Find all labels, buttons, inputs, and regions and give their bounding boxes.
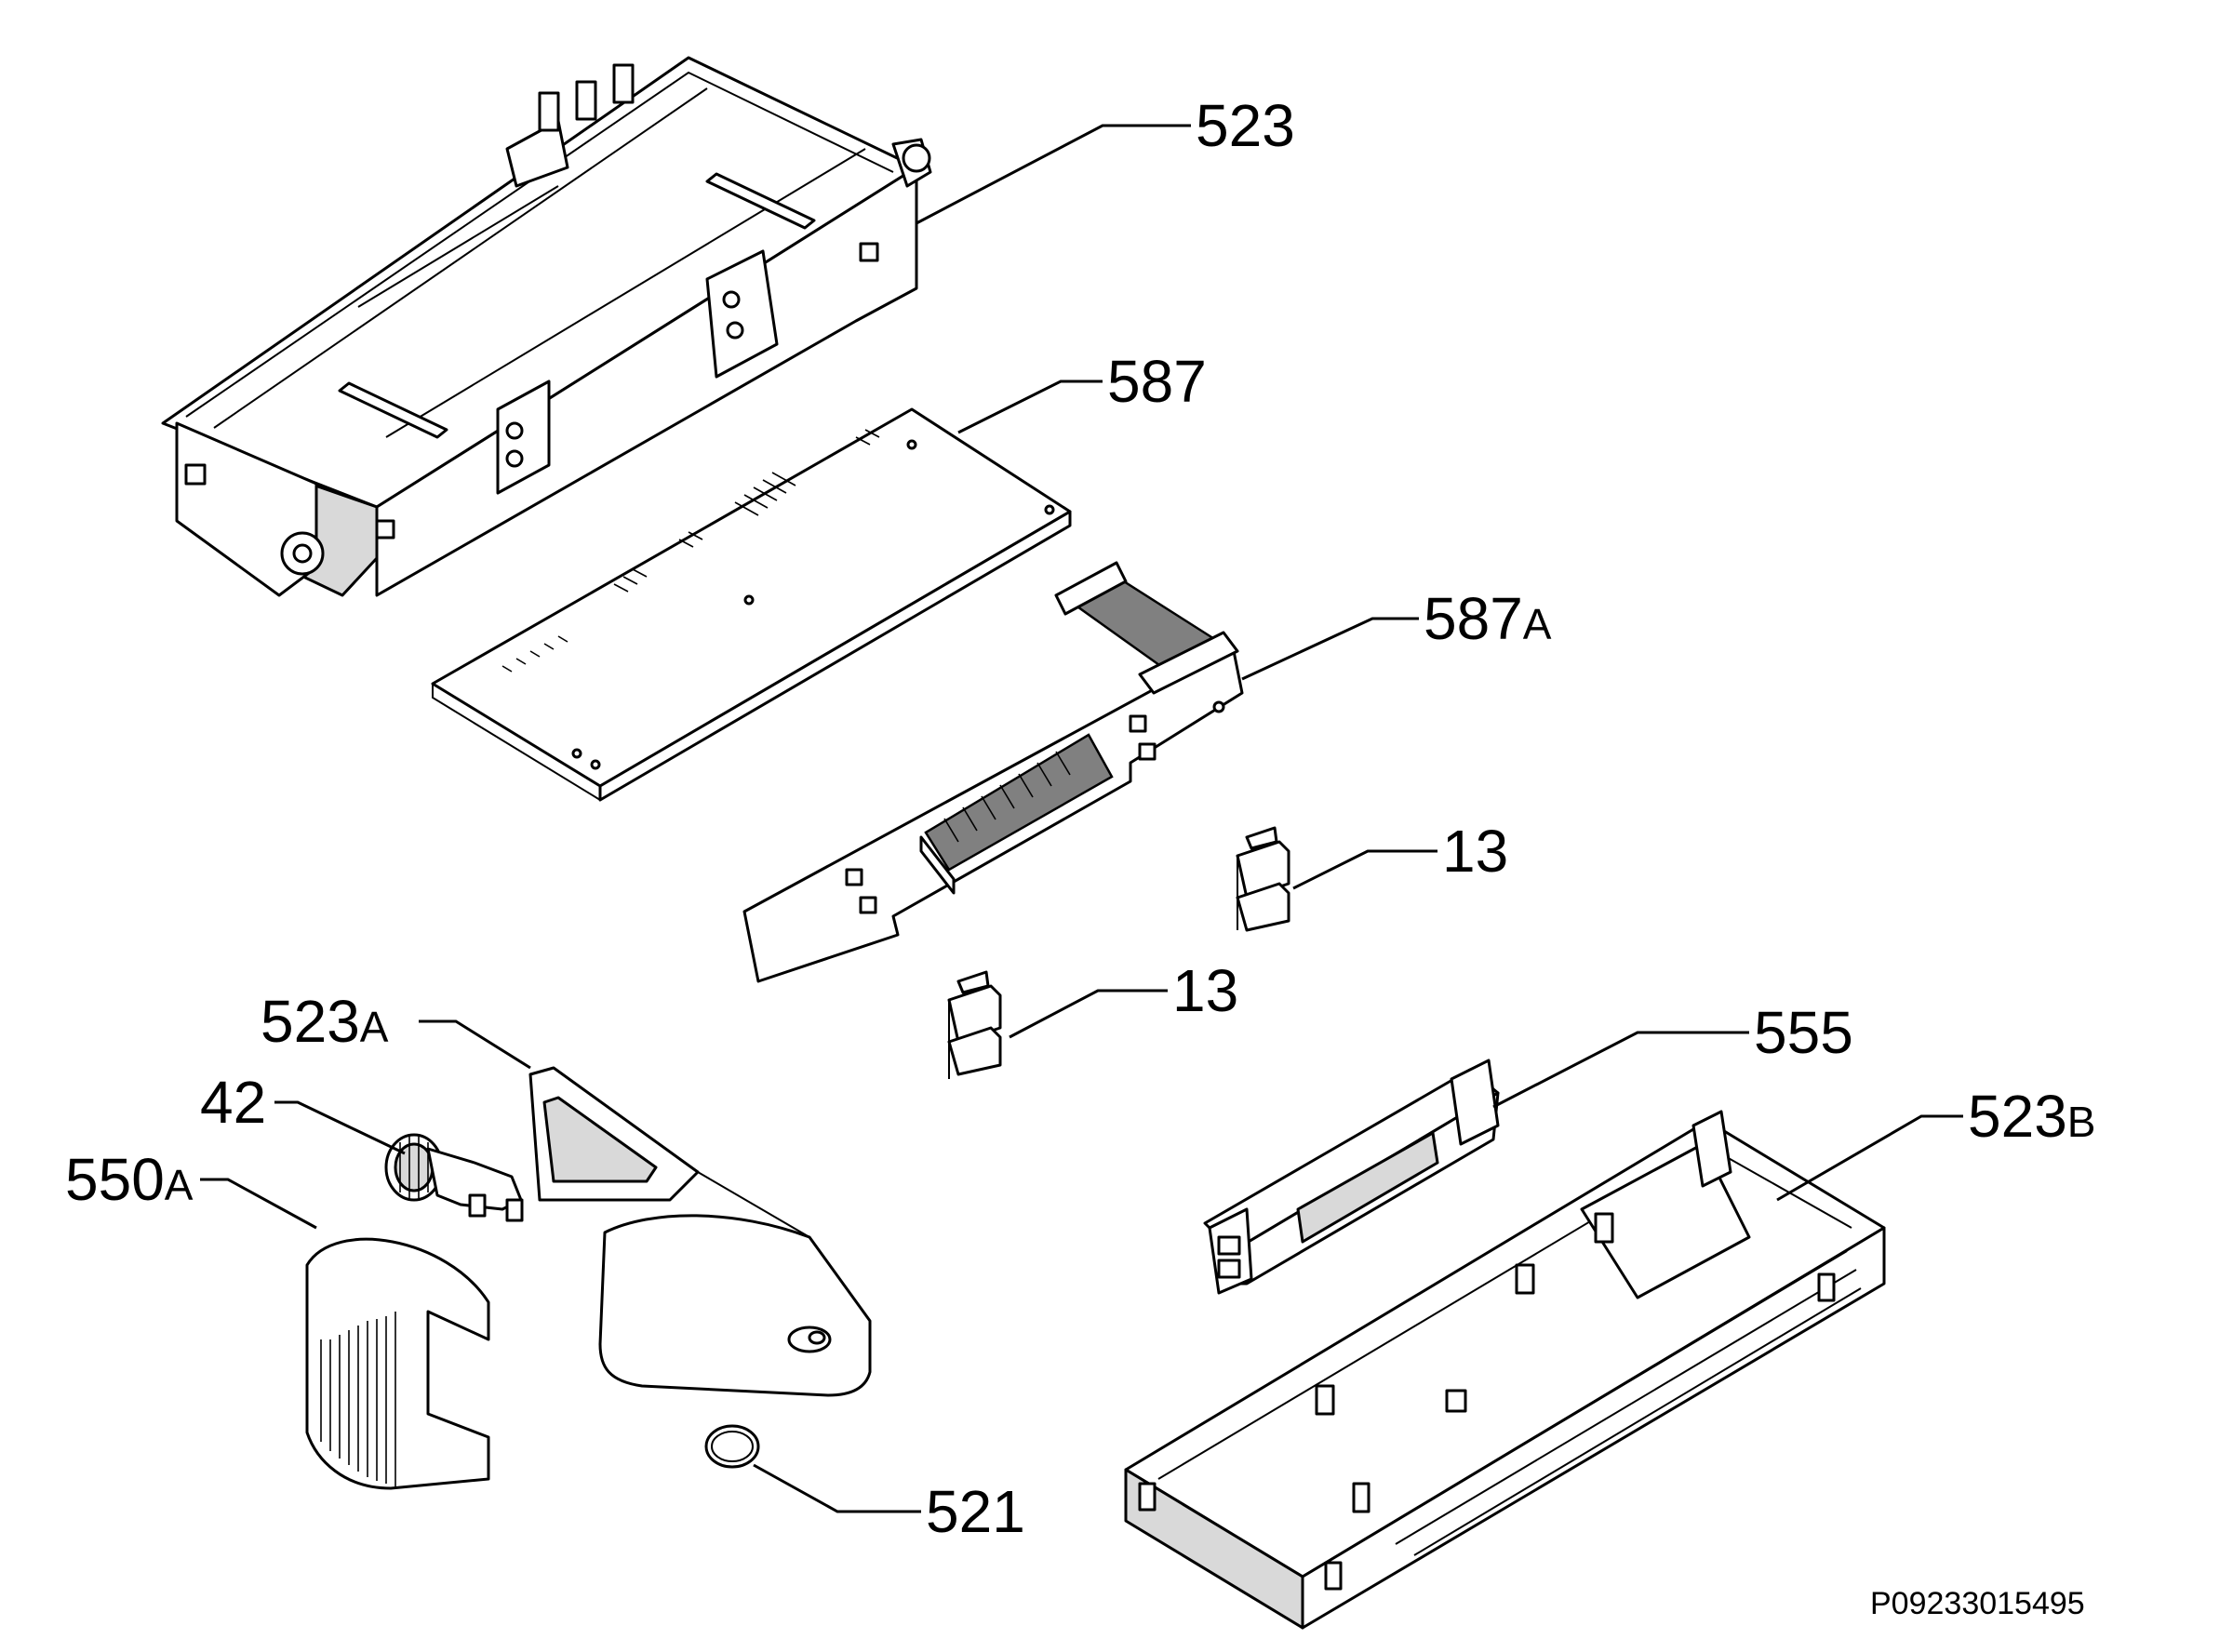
label-523b: 523B xyxy=(1968,1083,2095,1150)
part-523-control-housing xyxy=(161,56,932,597)
part-521-o-ring xyxy=(704,1424,760,1469)
part-42-rotary-switch xyxy=(384,1133,524,1222)
label-13-lower: 13 xyxy=(1172,957,1238,1024)
part-13-clip-lower xyxy=(947,970,1002,1079)
part-555-interface-board xyxy=(1203,1059,1500,1295)
label-550a: 550A xyxy=(65,1146,194,1213)
drawing-code: P09233015495 xyxy=(1870,1586,2085,1621)
label-42: 42 xyxy=(200,1069,266,1136)
part-523b-base-tray xyxy=(1124,1110,1886,1630)
part-13-clip-upper xyxy=(1236,826,1290,932)
part-550a-bracket-cover xyxy=(305,1237,490,1490)
part-587-pcb-board xyxy=(431,407,1072,802)
part-523a-knob-cover xyxy=(528,1066,872,1397)
label-587: 587 xyxy=(1107,348,1207,415)
part-587a-display-board xyxy=(742,561,1244,983)
label-521: 521 xyxy=(926,1478,1025,1545)
label-13-upper: 13 xyxy=(1442,818,1508,885)
label-587a: 587A xyxy=(1424,585,1552,652)
label-523: 523 xyxy=(1196,92,1295,159)
label-555: 555 xyxy=(1754,999,1853,1066)
callout-labels: 523 587 587A 13 13 523A 42 550A 555 523B… xyxy=(65,92,2095,1621)
label-523a: 523A xyxy=(261,988,389,1055)
leader-lines xyxy=(200,124,1963,1513)
